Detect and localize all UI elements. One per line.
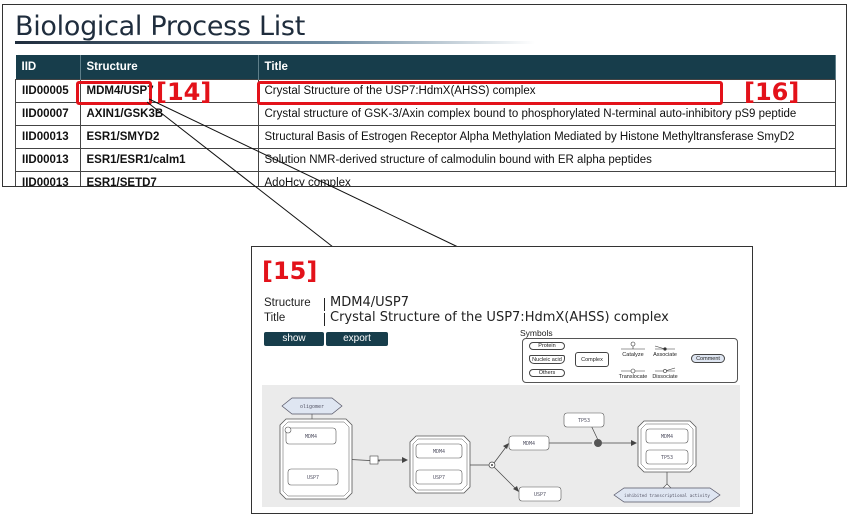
title-label: Title [264,312,286,324]
legend-translocate: Translocate [618,374,648,380]
mdm4-node-a [285,427,337,445]
export-button[interactable]: export [326,332,388,346]
legend-others: Others [529,369,565,377]
title-underline [15,41,535,44]
annotation-14: [14] [156,78,212,106]
usp7-text-c: USP7 [534,492,546,498]
legend-arrow-icons [621,341,676,374]
row-structure-link[interactable]: ESR1/ESR1/calm1 [79,148,259,172]
mdm4-node-b [415,443,463,459]
mdm4-node-d [645,428,689,444]
pathway-diagram: oligomer MDM4 USP7 MDM4 USP7 MDM4 TP53 U… [262,385,740,507]
tp53-node-a [563,412,605,428]
mdm4-text-a: MDM4 [305,434,317,440]
final-complex-node [637,420,697,473]
page-title: Biological Process List [15,11,305,42]
row-title[interactable]: Structural Basis of Estrogen Receptor Al… [257,125,836,149]
table-header-row: IID Structure Title [15,55,836,80]
row-iid: IID00013 [15,148,81,172]
oligomer-node [281,397,343,415]
legend-associate: Associate [653,352,677,358]
mdm4-text-b: MDM4 [433,449,445,455]
column-header-title[interactable]: Title [258,55,836,80]
legend-protein: Protein [529,342,565,350]
usp7-node-a [287,468,339,486]
legend-nucleic-acid: Nucleic acid [529,355,565,364]
symbols-label: Symbols [520,328,553,338]
row-title[interactable]: AdoHcy complex [257,171,836,186]
show-button[interactable]: show [264,332,324,346]
highlight-structure-cell [76,81,152,105]
row-iid: IID00013 [15,125,81,149]
annotation-16: [16] [744,78,800,106]
tp53-text-b: TP53 [661,455,673,461]
structure-label: Structure [264,297,311,309]
tp53-node-b [645,449,689,465]
row-title[interactable]: Solution NMR-derived structure of calmod… [257,148,836,172]
mdm4-text-c: MDM4 [523,441,535,447]
symbols-legend: Protein Nucleic acid Others Complex Cata… [522,338,738,383]
usp7-node-b [415,469,463,485]
biological-process-panel: Biological Process List IID Structure Ti… [2,4,847,187]
table-row[interactable]: IID00013 ESR1/SETD7 AdoHcy complex [15,171,836,186]
legend-comment: Comment [691,354,725,363]
annotation-15: [15] [262,257,318,285]
structure-divider [324,298,325,311]
mdm4-node-c [508,435,550,451]
table-row[interactable]: IID00013 ESR1/SMYD2 Structural Basis of … [15,125,836,149]
mdm4-text-d: MDM4 [661,434,673,440]
usp7-text-b: USP7 [433,475,445,481]
process-detail-panel: [15] Structure MDM4/USP7 Title Crystal S… [251,246,753,514]
legend-catalyze: Catalyze [622,352,644,358]
usp7-text-a: USP7 [307,475,319,481]
table-row[interactable]: IID00007 AXIN1/GSK3B Crystal structure o… [15,102,836,126]
tp53-text-a: TP53 [578,418,590,424]
row-structure-link[interactable]: ESR1/SMYD2 [79,125,259,149]
comment-text: inhibited transcriptional activity [624,493,710,498]
column-header-iid[interactable]: IID [15,55,81,80]
title-divider [324,313,325,326]
legend-complex: Complex [575,352,609,367]
highlight-title-cell [257,81,723,105]
process-table: IID Structure Title IID00005 MDM4/USP7 C… [15,55,836,186]
structure-value: MDM4/USP7 [330,295,409,310]
pathway-graph: oligomer MDM4 USP7 MDM4 USP7 MDM4 TP53 U… [279,397,721,503]
oligomer-text: oligomer [300,404,324,410]
usp7-node-c [518,486,562,502]
row-iid: IID00007 [15,102,81,126]
row-iid: IID00005 [15,79,81,103]
legend-dissociate: Dissociate [652,374,678,380]
row-structure-link[interactable]: ESR1/SETD7 [79,171,259,186]
row-iid: IID00013 [15,171,81,186]
title-value: Crystal Structure of the USP7:HdmX(AHSS)… [330,310,669,325]
table-row[interactable]: IID00013 ESR1/ESR1/calm1 Solution NMR-de… [15,148,836,172]
comment-node [613,487,721,503]
column-header-structure[interactable]: Structure [80,55,259,80]
